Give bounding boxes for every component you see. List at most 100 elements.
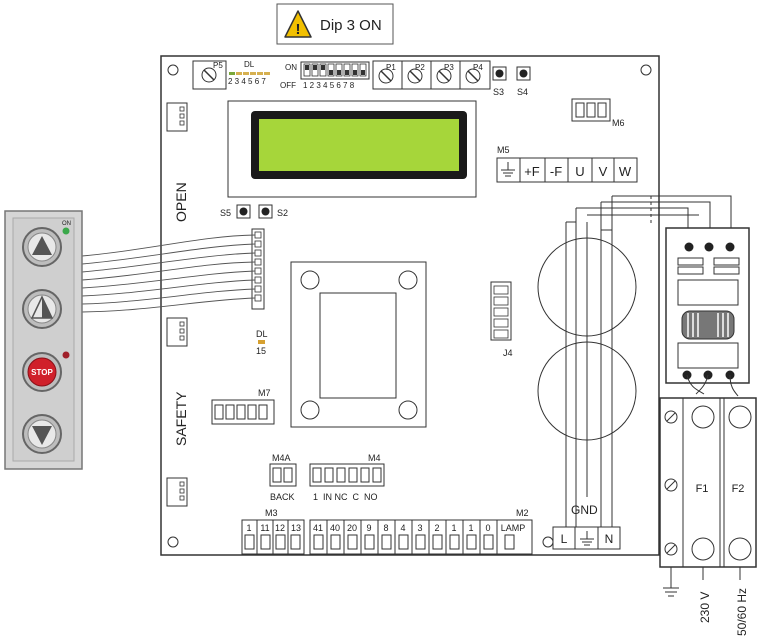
connector-j4 bbox=[490, 281, 512, 341]
open-label: OPEN bbox=[173, 182, 189, 222]
stop-button[interactable]: STOP bbox=[22, 352, 62, 392]
m4-label: M4 bbox=[368, 453, 381, 463]
dl15-led bbox=[258, 340, 265, 344]
pot-p1[interactable] bbox=[378, 68, 394, 84]
m2-n12: LAMP bbox=[501, 523, 526, 533]
connector-m4a bbox=[269, 463, 297, 487]
gnd-label: GND bbox=[571, 503, 598, 517]
partial-open-button[interactable] bbox=[22, 289, 62, 329]
m3-n3: 12 bbox=[275, 523, 285, 533]
supply-module bbox=[665, 227, 750, 397]
m5-label: M5 bbox=[497, 145, 510, 155]
pot-p4[interactable] bbox=[465, 68, 481, 84]
m6-label: M6 bbox=[612, 118, 625, 128]
dl-leds bbox=[229, 72, 270, 75]
svg-text:!: ! bbox=[296, 21, 301, 38]
s5-label: S5 bbox=[220, 208, 231, 218]
fuse-f2: F2 bbox=[732, 483, 745, 495]
m4a-sub: BACK bbox=[270, 492, 295, 502]
pot-label-p1: P1 bbox=[386, 63, 396, 72]
safety-label: SAFETY bbox=[173, 391, 189, 446]
ground-icon bbox=[580, 531, 594, 546]
fuse-f1: F1 bbox=[696, 483, 709, 495]
warning-icon bbox=[284, 10, 312, 38]
s2-label: S2 bbox=[277, 208, 288, 218]
supply-voltage: 230 V bbox=[698, 592, 712, 623]
j4-label: J4 bbox=[503, 348, 513, 358]
s3-label: S3 bbox=[493, 87, 504, 97]
m2-n11: 0 bbox=[485, 523, 490, 533]
dip-on-label: ON bbox=[285, 63, 297, 72]
connector-m4 bbox=[309, 463, 385, 487]
m5-w: W bbox=[619, 164, 632, 179]
connector-safety-top bbox=[166, 317, 188, 347]
pot-label-p3: P3 bbox=[444, 63, 454, 72]
ground-icon bbox=[501, 162, 515, 177]
pot-p3[interactable] bbox=[436, 68, 452, 84]
dip-numbers: 1 2 3 4 5 6 7 8 bbox=[303, 81, 355, 90]
m2-n10: 1 bbox=[468, 523, 473, 533]
m5-plus-f: +F bbox=[524, 164, 540, 179]
m3-n4: 13 bbox=[291, 523, 301, 533]
m2-n2: 40 bbox=[330, 523, 340, 533]
dip-off-label: OFF bbox=[280, 81, 296, 90]
stop-label: STOP bbox=[31, 368, 53, 377]
keypad-on-label: ON bbox=[62, 221, 71, 227]
m3-n1: 1 bbox=[246, 523, 251, 533]
ribbon-cable bbox=[81, 234, 256, 313]
ribbon-header bbox=[251, 228, 265, 310]
dip3-callout: ! Dip 3 ON bbox=[276, 3, 394, 45]
connector-m6 bbox=[571, 98, 611, 122]
arrow-up-icon bbox=[32, 236, 52, 255]
dl15-title: DL bbox=[256, 329, 268, 339]
s4-label: S4 bbox=[517, 87, 528, 97]
dl15-number: 15 bbox=[256, 346, 266, 356]
button-s2[interactable] bbox=[258, 204, 273, 219]
open-full-button[interactable] bbox=[22, 227, 62, 267]
connector-m7 bbox=[211, 399, 275, 425]
led-red bbox=[62, 351, 70, 359]
button-s4[interactable] bbox=[516, 66, 531, 81]
control-board: P5 DL 2 3 4 5 6 7 ON OFF bbox=[160, 55, 660, 556]
m4a-label: M4A bbox=[272, 453, 291, 463]
m5-u: U bbox=[575, 164, 584, 179]
dip-switch[interactable] bbox=[300, 61, 370, 80]
led-green bbox=[62, 227, 70, 235]
transformer bbox=[290, 261, 427, 428]
button-s5[interactable] bbox=[236, 204, 251, 219]
pot-label-p2: P2 bbox=[415, 63, 425, 72]
keypad: ON STOP bbox=[4, 210, 83, 470]
callout-text: Dip 3 ON bbox=[320, 17, 382, 34]
m4-sub: 1 IN NC C NO bbox=[313, 492, 378, 502]
fuse-block: F1 F2 bbox=[659, 397, 757, 597]
m5-minus-f: -F bbox=[550, 164, 562, 179]
m5-v: V bbox=[599, 164, 608, 179]
lcd-display bbox=[227, 100, 477, 198]
m2-label: M2 bbox=[516, 508, 529, 518]
m2-n3: 20 bbox=[347, 523, 357, 533]
terminal-m2: 41 40 20 9 8 4 3 2 1 1 0 LAMP bbox=[309, 519, 533, 555]
connector-safety-bottom bbox=[166, 477, 188, 507]
dl-numbers: 2 3 4 5 6 7 bbox=[228, 77, 266, 86]
m2-n6: 4 bbox=[400, 523, 405, 533]
terminal-l: L bbox=[561, 532, 568, 546]
pot-p2[interactable] bbox=[407, 68, 423, 84]
terminal-n: N bbox=[605, 532, 614, 546]
wiring bbox=[565, 195, 732, 527]
button-s3[interactable] bbox=[492, 66, 507, 81]
m2-n9: 1 bbox=[451, 523, 456, 533]
arrow-down-icon bbox=[32, 426, 52, 445]
potentiometers: P1 P2 P3 P4 bbox=[372, 60, 491, 90]
m2-n1: 41 bbox=[313, 523, 323, 533]
dl-title: DL bbox=[244, 60, 255, 69]
connector-open bbox=[166, 102, 188, 132]
terminal-m5: +F -F U V W bbox=[496, 157, 638, 183]
m7-label: M7 bbox=[258, 388, 271, 398]
m3-n2: 11 bbox=[260, 523, 269, 533]
m2-n5: 8 bbox=[383, 523, 388, 533]
p5-label: P5 bbox=[213, 61, 223, 70]
ground-icon bbox=[663, 587, 679, 597]
close-button[interactable] bbox=[22, 414, 62, 454]
terminal-m3: 1 11 12 13 bbox=[241, 519, 305, 555]
